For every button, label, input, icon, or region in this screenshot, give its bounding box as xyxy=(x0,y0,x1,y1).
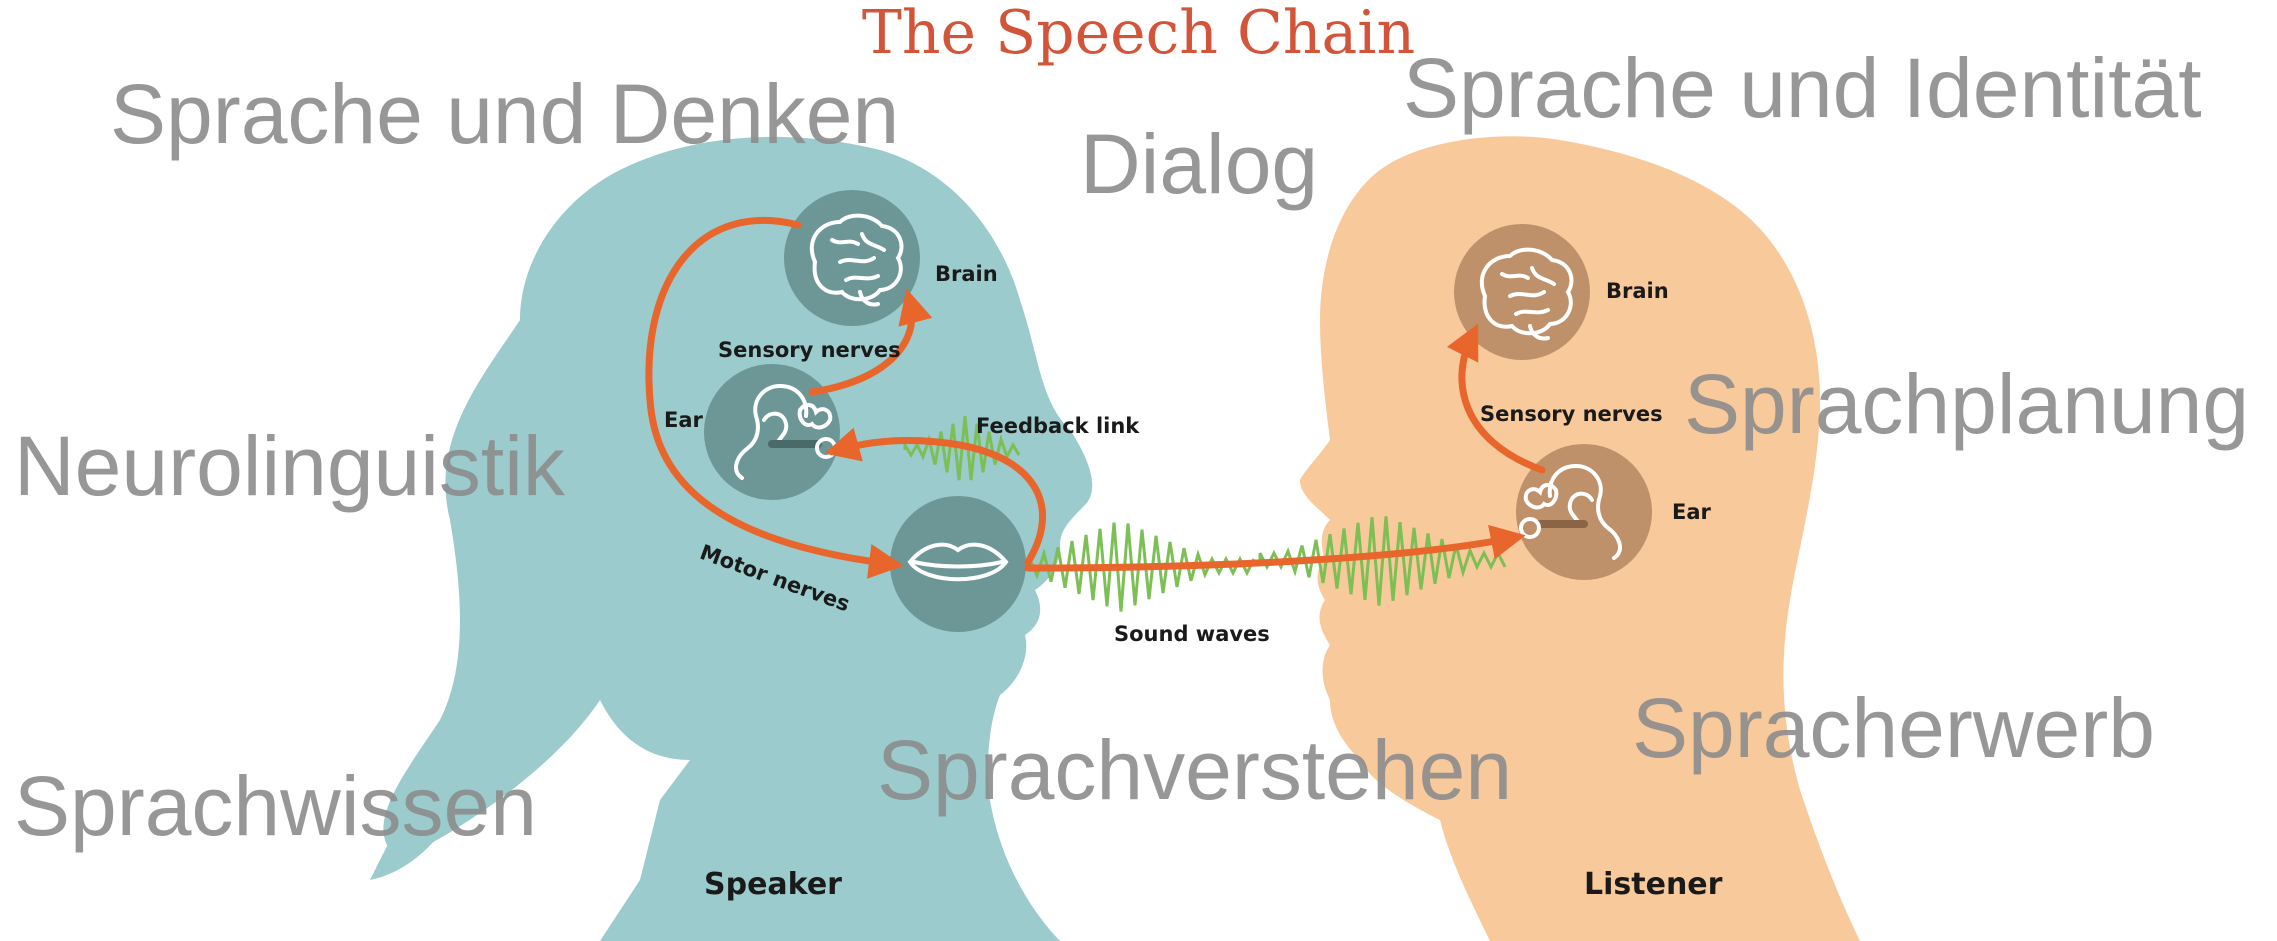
listener-brain-label: Brain xyxy=(1606,279,1669,303)
topic-dialog: Dialog xyxy=(1080,122,1318,206)
topic-sprache-und-denken: Sprache und Denken xyxy=(110,72,899,156)
topic-sprachplanung: Sprachplanung xyxy=(1684,362,2249,446)
speaker-ear-disc xyxy=(704,364,840,500)
speaker-sensory-nerves-label: Sensory nerves xyxy=(718,338,901,362)
speaker-ear-label: Ear xyxy=(664,408,703,432)
feedback-link-label: Feedback link xyxy=(976,414,1139,438)
topic-neurolinguistik: Neurolinguistik xyxy=(14,424,565,508)
speaker-brain-label: Brain xyxy=(935,262,998,286)
listener-ear-label: Ear xyxy=(1672,500,1711,524)
topic-sprachwissen: Sprachwissen xyxy=(14,764,537,848)
topic-sprache-und-identitaet: Sprache und Identität xyxy=(1403,46,2202,130)
topic-spracherwerb: Spracherwerb xyxy=(1632,686,2155,770)
sound-waves-label: Sound waves xyxy=(1114,622,1270,646)
topic-sprachverstehen: Sprachverstehen xyxy=(877,728,1512,812)
listener-label: Listener xyxy=(1584,867,1722,902)
speaker-label: Speaker xyxy=(704,867,842,902)
listener-sensory-nerves-label: Sensory nerves xyxy=(1480,402,1663,426)
